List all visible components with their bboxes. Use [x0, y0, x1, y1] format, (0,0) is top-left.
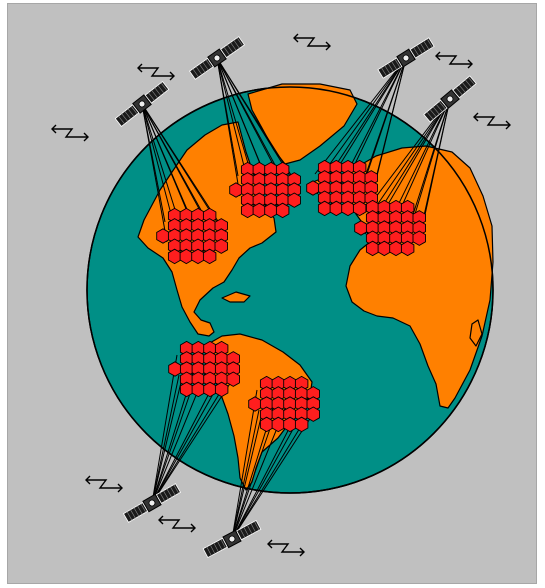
beam-line [141, 103, 178, 217]
spot-beam-cluster-icon [354, 199, 426, 257]
beam-line [231, 421, 298, 540]
spot-beam [168, 361, 182, 377]
beam-line [231, 419, 274, 540]
satellite-icon [189, 36, 245, 80]
spot-beam-cluster-icon [248, 375, 320, 433]
spot-beam [412, 230, 426, 246]
link-signal-icon [158, 515, 196, 533]
beam-line [231, 409, 260, 540]
spot-beam [248, 396, 262, 412]
link-signal-icon [267, 539, 305, 557]
spot-beam [264, 202, 278, 219]
spot-beam [203, 381, 217, 398]
spot-beam [294, 416, 309, 433]
spot-beam [240, 202, 255, 219]
spot-beam [377, 240, 391, 257]
beam-line [352, 57, 407, 169]
beam-line [231, 389, 258, 540]
spot-beam [156, 228, 170, 244]
spot-beam [214, 381, 229, 398]
spot-beam [287, 192, 301, 208]
spot-beam [365, 240, 380, 257]
beam-line [141, 103, 168, 243]
spot-beam [283, 416, 297, 433]
beam-line [216, 57, 251, 171]
link-signal-icon [293, 33, 331, 51]
spot-beam [400, 240, 415, 257]
beam-line [151, 384, 194, 504]
link-signal-icon [435, 51, 473, 69]
satellite-icon [423, 75, 477, 123]
spot-beam [179, 381, 194, 398]
illustration-panel [7, 3, 537, 584]
spot-beam [252, 202, 266, 219]
beam-line [151, 378, 234, 504]
spot-beam [354, 220, 368, 236]
beam-line [151, 374, 180, 504]
spot-beam [167, 248, 182, 265]
spot-beam-cluster-icon [229, 161, 301, 219]
spot-beam [352, 200, 367, 217]
spot-beam [202, 248, 217, 265]
satellite-icon [114, 81, 170, 127]
link-signals [51, 33, 511, 557]
satellite-icon [122, 483, 182, 523]
link-signal-icon [473, 112, 511, 130]
spot-beam [341, 200, 355, 217]
spot-beam [275, 202, 290, 219]
spot-beam-cluster-icon [306, 159, 378, 217]
link-signal-icon [137, 63, 175, 81]
beam-line [400, 98, 451, 209]
spot-beam-clusters [156, 159, 426, 433]
landmass-madagascar [469, 319, 483, 347]
spot-beam [259, 416, 274, 433]
satellites [114, 36, 477, 559]
spot-beam [179, 248, 193, 265]
landmass-caribbean [221, 291, 251, 303]
beam-line [216, 57, 241, 197]
spot-beam [389, 240, 403, 257]
spot-beam [191, 381, 205, 398]
spot-beam [329, 200, 343, 217]
beam-line [314, 57, 407, 175]
link-signal-icon [51, 124, 89, 142]
beam-line [326, 57, 407, 169]
spot-beam [226, 371, 240, 387]
spot-beam [191, 248, 205, 265]
beam-line [151, 354, 178, 504]
spot-beam [306, 406, 320, 422]
spot-beam-cluster-icon [168, 340, 240, 398]
link-signal-icon [85, 475, 123, 493]
spot-beam-cluster-icon [156, 207, 228, 265]
spot-beam [306, 180, 320, 196]
beam-line [338, 57, 407, 167]
beam-line [151, 386, 218, 504]
spot-beam [229, 182, 243, 198]
satellite-icon [202, 519, 262, 559]
spot-beam [317, 200, 332, 217]
beam-line [386, 98, 451, 207]
beam-line [374, 98, 451, 209]
landmass-greenland [247, 83, 358, 165]
spot-beam [271, 416, 285, 433]
beam-line [231, 413, 314, 540]
spot-beam [214, 238, 228, 254]
satellite-icon [377, 37, 435, 79]
